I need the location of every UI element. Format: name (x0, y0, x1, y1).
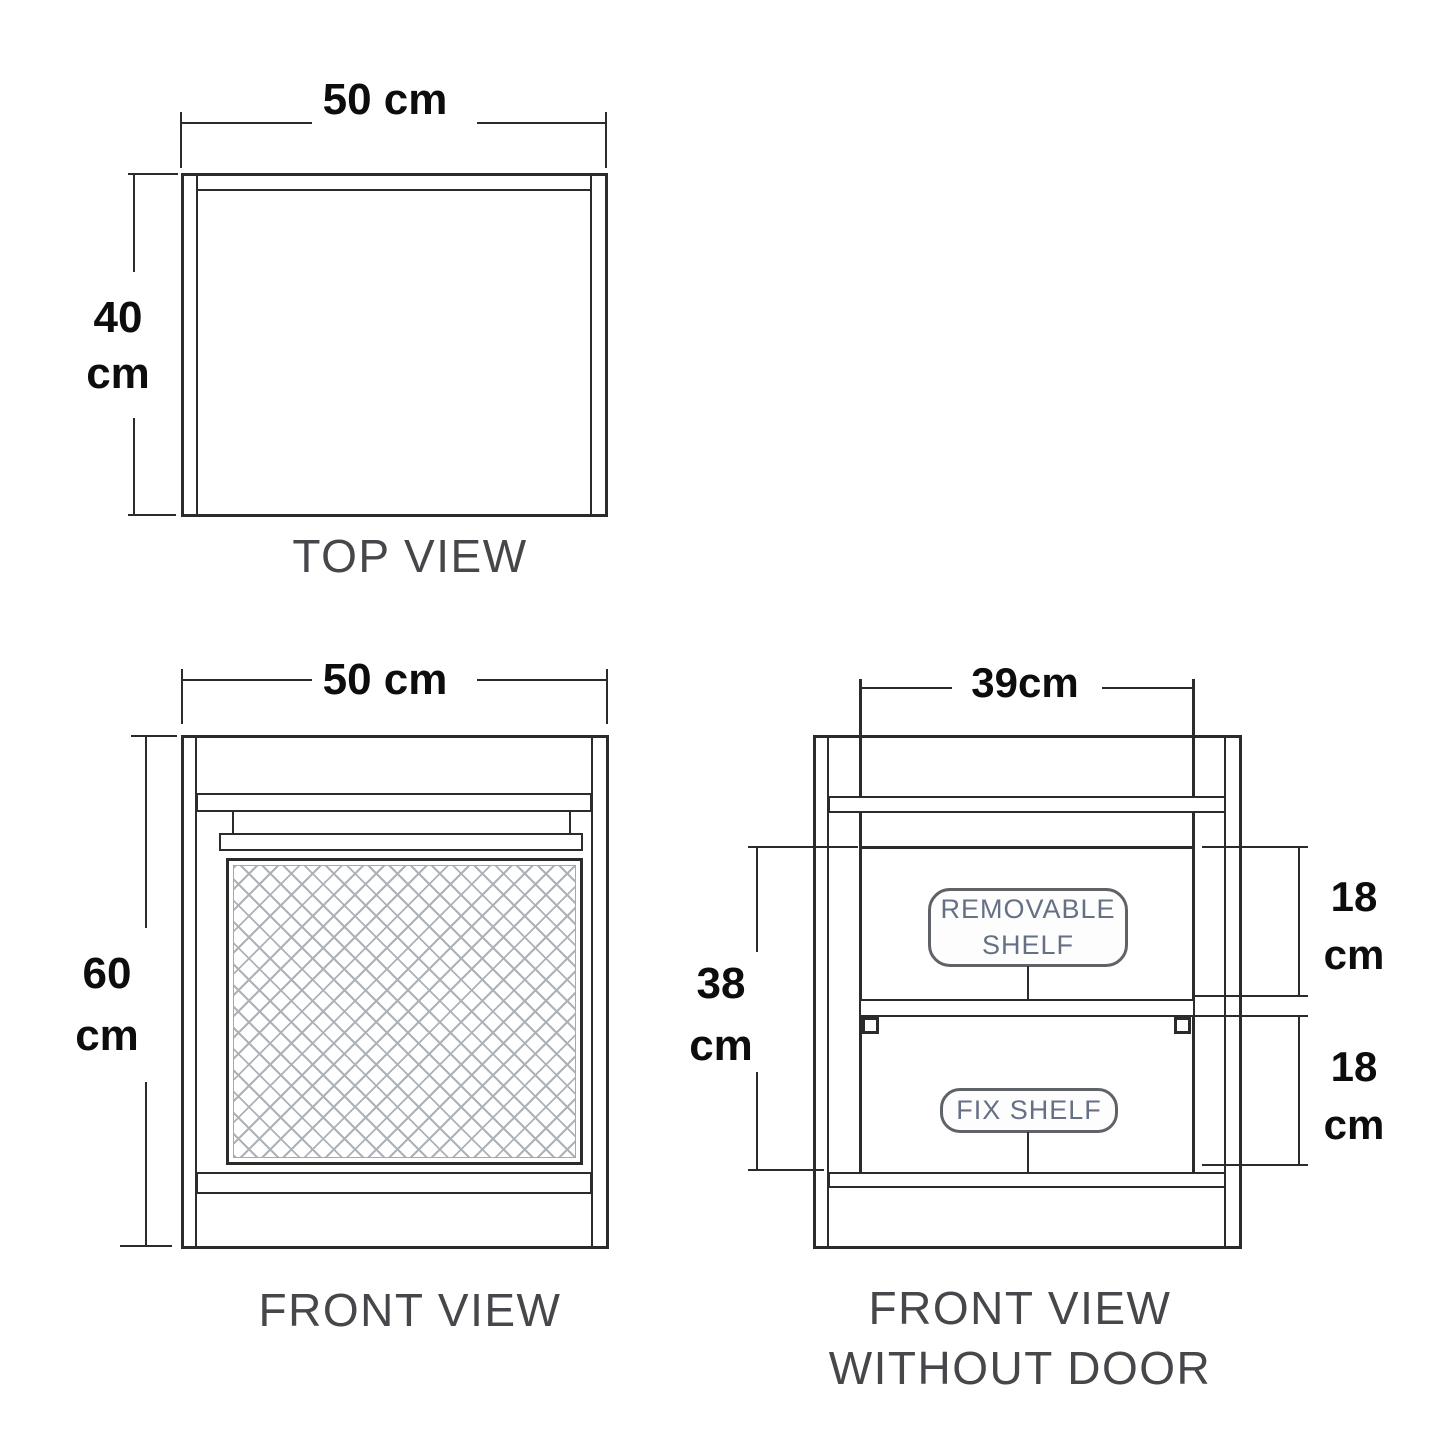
no-door-upper-section-value: 18 (1330, 873, 1378, 920)
removable-shelf-leader-line (1027, 966, 1029, 1000)
no-door-fix-shelf-board (828, 1172, 1226, 1188)
no-door-width-dim-line-left (860, 687, 952, 689)
top-view-depth-dim-line-upper (133, 175, 135, 272)
removable-shelf-label-line2: SHELF (981, 929, 1075, 960)
top-view-depth-dim-line-lower (133, 418, 135, 514)
top-view-width-dim-tick-left (180, 112, 182, 168)
no-door-shelf-ext-line-top (1194, 995, 1308, 997)
top-view-left-panel-line (196, 173, 198, 517)
no-door-inner-height-line-lower (756, 1072, 758, 1170)
front-view-width-dim-tick-right (606, 669, 608, 724)
front-view-door-top-rail (219, 833, 583, 851)
fix-shelf-label-text: FIX SHELF (956, 1094, 1102, 1125)
front-view-right-hinge (569, 811, 571, 834)
top-view-width-dim-line-left (181, 122, 312, 124)
no-door-width-dim-line-right (1102, 687, 1194, 689)
front-view-width-dim-tick-left (181, 669, 183, 724)
no-door-inner-height-tick-bottom (748, 1169, 824, 1171)
front-view-right-panel-line (591, 735, 593, 1249)
mesh-pattern (233, 865, 576, 1158)
no-door-width-dimension: 39cm (971, 659, 1079, 706)
no-door-cavity-left-wall (859, 679, 862, 1172)
top-view-outline (181, 173, 608, 517)
no-door-shelf-ext-line-bottom (1194, 1015, 1308, 1017)
no-door-outline (813, 735, 1242, 1249)
no-door-inner-height-value: 38 (696, 959, 746, 1008)
front-view-top-rail (196, 793, 592, 812)
no-door-upper-section-unit: cm (1323, 931, 1385, 978)
fix-shelf-label: FIX SHELF (940, 1088, 1118, 1133)
no-door-upper-section-tick-top (1202, 846, 1308, 848)
front-view-label: FRONT VIEW (258, 1284, 562, 1336)
front-view-height-dim-tick-top (131, 735, 177, 737)
no-door-lower-section-unit: cm (1323, 1101, 1385, 1148)
front-view-height-dimension-unit: cm (75, 1011, 139, 1060)
fix-shelf-leader-line (1027, 1132, 1029, 1174)
top-view-depth-dimension-unit: cm (86, 349, 150, 398)
front-view-height-dim-line-lower (145, 1082, 147, 1246)
no-door-cavity-right-wall (1192, 679, 1195, 1172)
front-view-left-panel-line (195, 735, 197, 1249)
no-door-removable-shelf-board (859, 999, 1195, 1017)
removable-shelf-label: REMOVABLE SHELF (928, 888, 1128, 967)
no-door-cavity-top-line (860, 846, 1194, 849)
no-door-shelf-pin-left (862, 1017, 879, 1034)
no-door-inner-height-tick-top (748, 846, 858, 848)
top-view-width-dimension: 50 cm (322, 75, 448, 124)
no-door-lower-section-dim-line (1298, 1016, 1300, 1165)
removable-shelf-label-line1: REMOVABLE (940, 893, 1116, 924)
front-view-left-hinge (232, 811, 234, 834)
front-view-width-dim-line-left (181, 679, 312, 681)
no-door-view-label-line1: FRONT VIEW (868, 1282, 1172, 1334)
no-door-left-panel-line (827, 735, 829, 1249)
top-view-back-panel-line (196, 189, 592, 191)
front-view-height-dim-tick-bottom (120, 1245, 172, 1247)
top-view-label: TOP VIEW (292, 530, 528, 582)
front-view-height-dim-line-upper (145, 737, 147, 928)
no-door-top-rail (828, 796, 1226, 813)
front-view-bottom-rail (196, 1172, 592, 1194)
top-view-depth-dim-tick-bottom (128, 514, 176, 516)
no-door-inner-height-line-upper (756, 848, 758, 952)
no-door-inner-height-unit: cm (689, 1021, 753, 1070)
top-view-depth-dimension-value: 40 (93, 293, 143, 342)
front-view-outline (181, 735, 609, 1249)
top-view-width-dim-tick-right (605, 112, 607, 168)
no-door-lower-section-value: 18 (1330, 1043, 1378, 1090)
no-door-right-panel-line (1224, 735, 1226, 1249)
no-door-upper-section-dim-line (1298, 847, 1300, 996)
no-door-lower-section-tick-bottom (1202, 1164, 1308, 1166)
front-view-mesh-door-panel (226, 858, 583, 1165)
top-view-depth-dim-tick-top (128, 173, 178, 175)
no-door-view-label-line2: WITHOUT DOOR (828, 1342, 1212, 1394)
front-view-width-dimension: 50 cm (322, 655, 448, 704)
top-view-right-panel-line (590, 173, 592, 517)
top-view-width-dim-line-right (477, 122, 607, 124)
front-view-width-dim-line-right (477, 679, 608, 681)
front-view-height-dimension-value: 60 (82, 949, 132, 998)
no-door-shelf-pin-right (1174, 1017, 1191, 1034)
